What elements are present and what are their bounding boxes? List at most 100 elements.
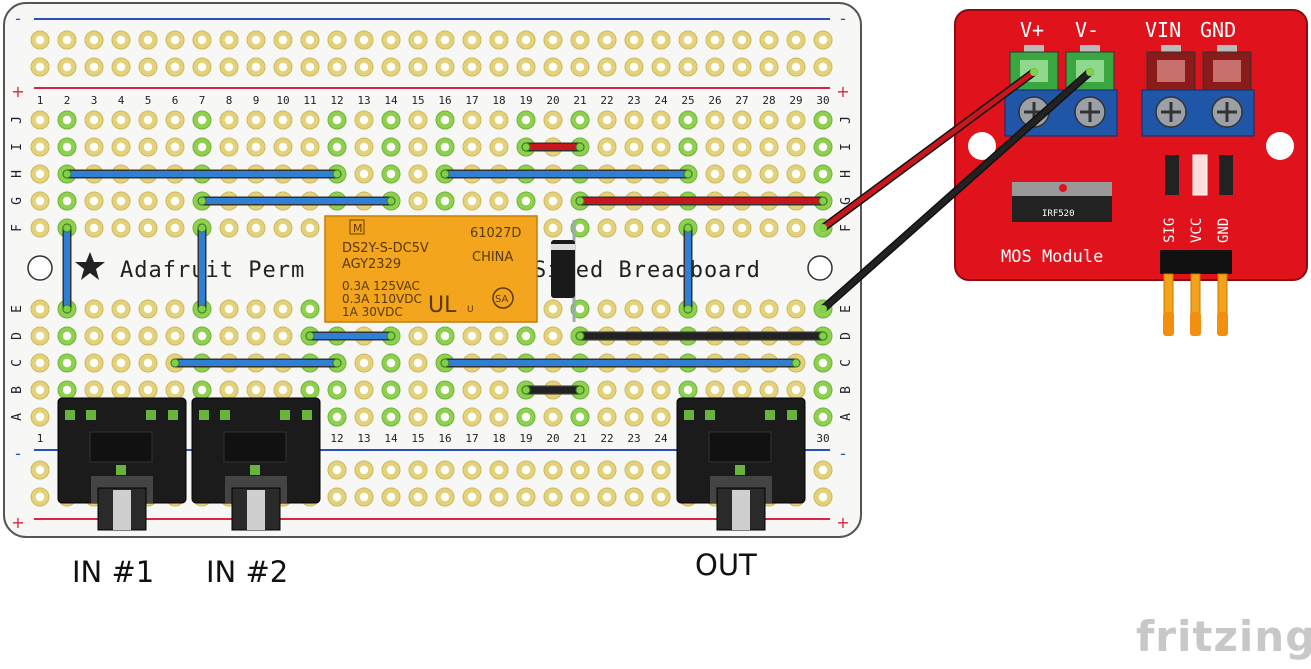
pad-hole: [35, 115, 45, 125]
pad-hole: [683, 142, 693, 152]
pad-hole: [251, 142, 261, 152]
column-number-top: 8: [226, 94, 233, 107]
terminal-slot: [1213, 60, 1241, 82]
jack-window: [223, 431, 287, 463]
pad-hole: [467, 196, 477, 206]
pad-hole: [170, 385, 180, 395]
pad-hole: [386, 412, 396, 422]
pad-hole: [467, 62, 477, 72]
pad-hole: [35, 62, 45, 72]
pad-hole: [467, 115, 477, 125]
pad-hole: [278, 385, 288, 395]
pad-hole: [170, 142, 180, 152]
jack-label-in1: IN #1: [72, 555, 155, 589]
column-number-top: 2: [64, 94, 71, 107]
wire-end: [197, 196, 207, 206]
relay-cert-ul: UL: [428, 293, 457, 318]
pad-hole: [332, 492, 342, 502]
pad-hole: [386, 492, 396, 502]
pad-hole: [656, 304, 666, 314]
pad-hole: [656, 115, 666, 125]
pad-hole: [467, 142, 477, 152]
jack-pin: [220, 410, 230, 420]
wire-end: [170, 358, 180, 368]
pad-hole: [332, 35, 342, 45]
jack-window: [89, 431, 153, 463]
pad-hole: [683, 62, 693, 72]
pin-label: VCC: [1189, 218, 1205, 243]
column-number-bottom: 16: [438, 432, 451, 445]
pad-hole: [656, 385, 666, 395]
wire-end: [62, 223, 72, 233]
header-pin-tip: [1163, 312, 1174, 336]
column-number-top: 17: [465, 94, 478, 107]
pad-hole: [251, 62, 261, 72]
jack-socket-icon: [113, 490, 131, 530]
column-number-top: 16: [438, 94, 451, 107]
pad-hole: [521, 115, 531, 125]
column-number-top: 7: [199, 94, 206, 107]
row-letter: D: [10, 332, 25, 340]
pad-hole: [62, 115, 72, 125]
pad-hole: [35, 169, 45, 179]
wire-end: [575, 142, 585, 152]
pad-hole: [764, 385, 774, 395]
pad-hole: [548, 304, 558, 314]
row-letter: A: [839, 413, 854, 421]
column-number-top: 11: [303, 94, 316, 107]
pad-hole: [494, 412, 504, 422]
pad-hole: [818, 385, 828, 395]
relay-cert-sa: SA: [495, 294, 509, 305]
pad-hole: [791, 169, 801, 179]
pad-hole: [89, 35, 99, 45]
pad-hole: [386, 62, 396, 72]
pad-hole: [548, 35, 558, 45]
row-letter: F: [10, 224, 25, 232]
pad-hole: [89, 358, 99, 368]
pad-hole: [548, 412, 558, 422]
pad-hole: [89, 115, 99, 125]
board-title-left: Adafruit Perm: [120, 258, 305, 283]
pad-hole: [89, 62, 99, 72]
pad-hole: [35, 331, 45, 341]
pad-hole: [332, 412, 342, 422]
column-number-bottom: 24: [654, 432, 668, 445]
pad-hole: [143, 142, 153, 152]
pad-hole: [548, 492, 558, 502]
pad-hole: [251, 115, 261, 125]
row-letter: D: [839, 332, 854, 340]
pad-hole: [440, 331, 450, 341]
pad-hole: [62, 62, 72, 72]
jack-pin: [146, 410, 156, 420]
pad-hole: [521, 62, 531, 72]
pad-hole: [305, 142, 315, 152]
pad-hole: [629, 62, 639, 72]
pad-hole: [278, 223, 288, 233]
diode-body: [551, 240, 575, 298]
row-letter: I: [839, 143, 854, 151]
column-number-top: 27: [735, 94, 748, 107]
pad-hole: [710, 385, 720, 395]
pad-hole: [224, 62, 234, 72]
wire-end: [62, 169, 72, 179]
pad-hole: [764, 304, 774, 314]
row-letter: E: [10, 305, 25, 313]
pad-hole: [89, 142, 99, 152]
pad-hole: [359, 412, 369, 422]
pad-hole: [116, 142, 126, 152]
pad-hole: [35, 358, 45, 368]
pad-hole: [170, 35, 180, 45]
pad-hole: [359, 115, 369, 125]
jack-pin: [116, 465, 126, 475]
wire-end: [62, 304, 72, 314]
pad-hole: [548, 223, 558, 233]
pad-hole: [656, 35, 666, 45]
pad-hole: [116, 62, 126, 72]
pad-hole: [575, 223, 585, 233]
relay-cert-u: U: [467, 305, 474, 315]
pad-hole: [467, 492, 477, 502]
wire-end: [440, 169, 450, 179]
pad-hole: [386, 142, 396, 152]
pad-hole: [494, 62, 504, 72]
pad-hole: [440, 412, 450, 422]
